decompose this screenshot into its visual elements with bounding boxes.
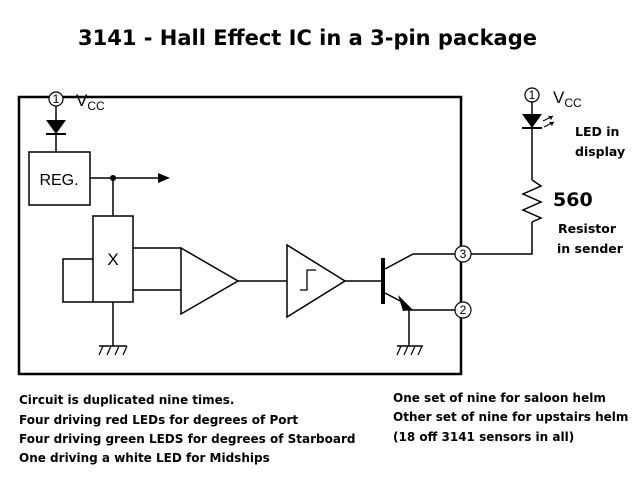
internal-input-diode-icon bbox=[46, 120, 66, 134]
external-vcc-pin: 1 bbox=[524, 87, 540, 103]
resistor-label-line1: Resistor bbox=[558, 221, 617, 236]
ground-symbol-left-icon bbox=[98, 345, 128, 356]
diagram-title: 3141 - Hall Effect IC in a 3-pin package bbox=[78, 26, 537, 50]
regulator-block bbox=[28, 151, 91, 206]
led-label-line1: LED in bbox=[575, 124, 619, 139]
note-right-1: One set of nine for saloon helm bbox=[393, 391, 606, 405]
hysteresis-icon bbox=[300, 269, 316, 291]
external-vcc-pin-number: 1 bbox=[529, 88, 536, 102]
hall-element-label: X bbox=[107, 250, 118, 269]
led-label-line2: display bbox=[575, 144, 625, 159]
ground-pin: 2 bbox=[454, 301, 472, 319]
npn-transistor-icon bbox=[381, 253, 414, 311]
ground-symbol-right-icon bbox=[396, 345, 423, 356]
output-pin-number: 3 bbox=[460, 247, 467, 261]
output-pin: 3 bbox=[454, 245, 472, 263]
internal-vcc-pin-number: 1 bbox=[53, 92, 60, 106]
regulator-label: REG. bbox=[39, 172, 78, 189]
resistor-icon bbox=[521, 179, 543, 223]
resistor-label-line2: in sender bbox=[557, 241, 624, 256]
schmitt-trigger-icon bbox=[286, 243, 347, 319]
notes-right: One set of nine for saloon helm Other se… bbox=[393, 391, 628, 444]
notes-left: Circuit is duplicated nine times. Four d… bbox=[19, 393, 355, 465]
ic-package-outline bbox=[17, 95, 463, 376]
internal-vcc-label: VCC bbox=[76, 91, 105, 113]
supply-out-arrow-icon bbox=[158, 173, 170, 183]
note-right-3: (18 off 3141 sensors in all) bbox=[393, 430, 574, 444]
led-icon bbox=[522, 114, 555, 129]
note-left-1: Circuit is duplicated nine times. bbox=[19, 393, 234, 407]
external-vcc-label: VCC bbox=[553, 88, 582, 110]
ground-pin-number: 2 bbox=[460, 303, 467, 317]
note-left-4: One driving a white LED for Midships bbox=[19, 451, 270, 465]
internal-vcc-pin: 1 bbox=[48, 91, 64, 107]
note-right-2: Other set of nine for upstairs helm bbox=[393, 410, 628, 424]
note-left-3: Four driving green LEDS for degrees of S… bbox=[19, 432, 355, 446]
resistor-value: 560 bbox=[553, 189, 593, 211]
note-left-2: Four driving red LEDs for degrees of Por… bbox=[19, 413, 298, 427]
amplifier-icon bbox=[180, 246, 240, 316]
